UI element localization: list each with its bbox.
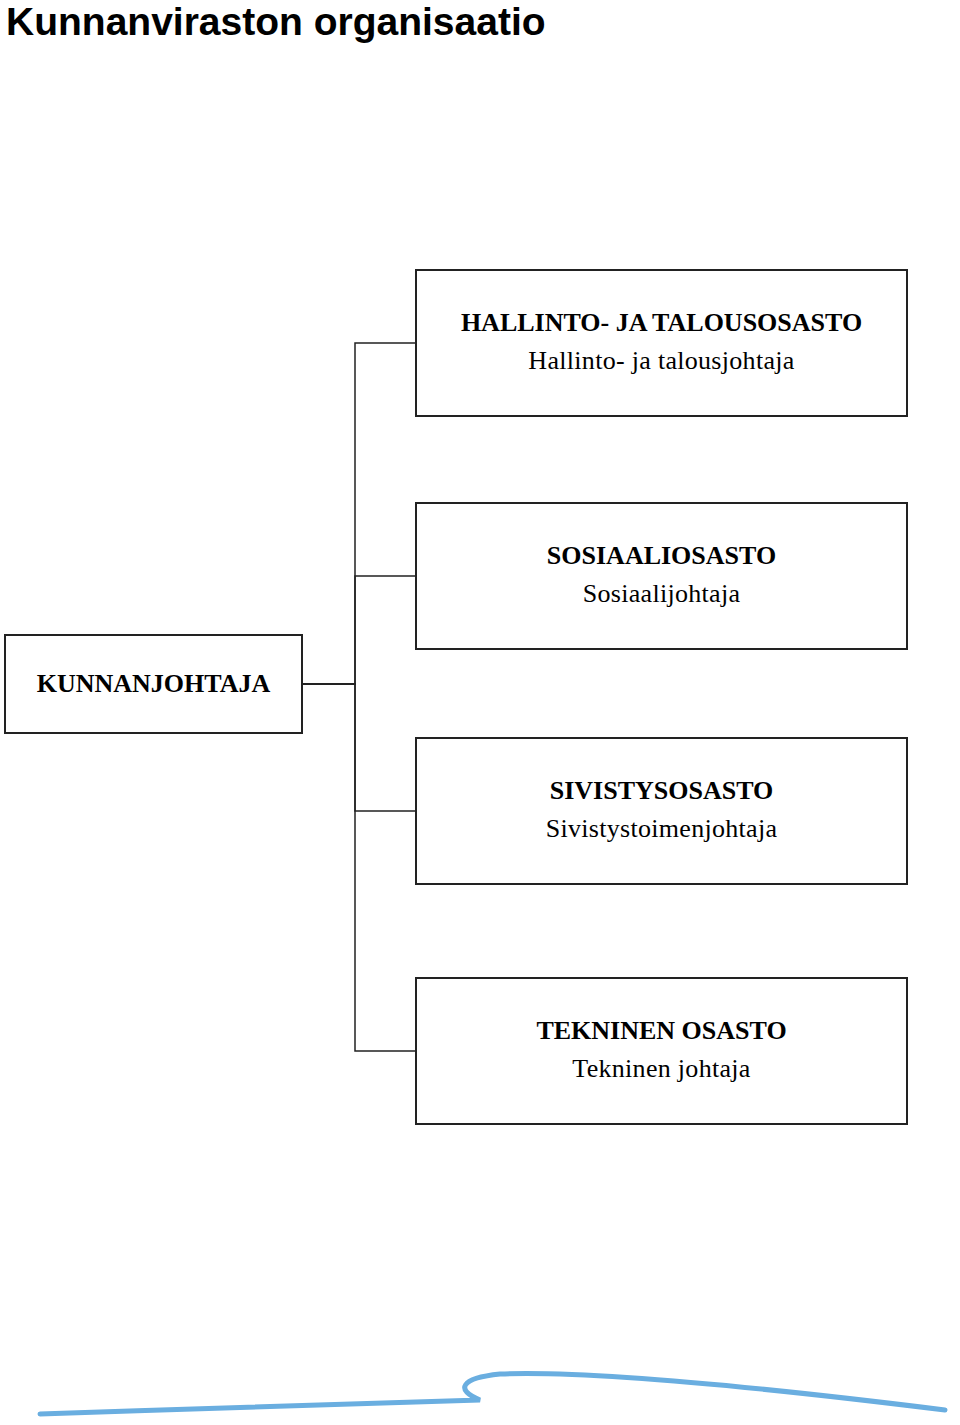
box-subtitle: Tekninen johtaja [572,1049,750,1089]
wave-line [40,1374,945,1414]
box-subtitle: Hallinto- ja talousjohtaja [528,341,794,381]
org-connector [303,684,415,811]
org-connector [303,343,415,684]
department-box: SIVISTYSOSASTOSivistystoimenjohtaja [415,737,908,885]
box-subtitle: Sivistystoimenjohtaja [546,809,778,849]
department-box: SOSIAALIOSASTOSosiaalijohtaja [415,502,908,650]
box-heading: HALLINTO- JA TALOUSOSASTO [461,305,862,341]
org-connector [303,684,415,1051]
department-box: TEKNINEN OSASTOTekninen johtaja [415,977,908,1125]
diagram-title: Kunnanviraston organisaatio [6,0,546,44]
department-box: HALLINTO- JA TALOUSOSASTOHallinto- ja ta… [415,269,908,417]
box-heading: SOSIAALIOSASTO [547,538,776,574]
manager-box: KUNNANJOHTAJA [4,634,303,734]
org-connector [303,576,415,684]
box-subtitle: Sosiaalijohtaja [583,574,741,614]
box-heading: TEKNINEN OSASTO [536,1013,786,1049]
box-heading: SIVISTYSOSASTO [550,773,774,809]
box-heading: KUNNANJOHTAJA [37,666,271,702]
